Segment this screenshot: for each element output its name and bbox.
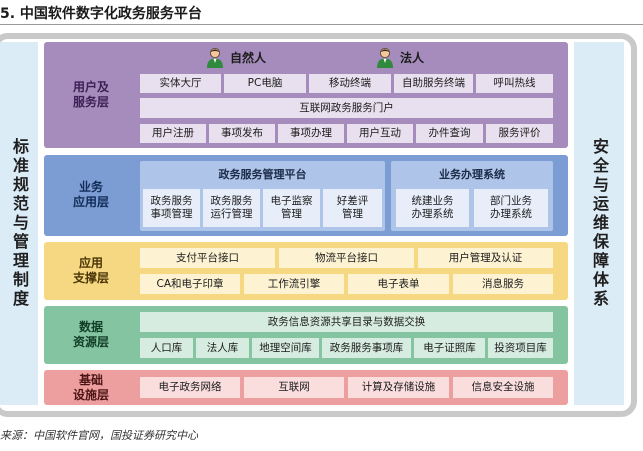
database-box: 政务服务事项库 <box>322 338 411 358</box>
support-box: 工作流引擎 <box>244 274 344 294</box>
natural-person-label: 自然人 <box>230 50 267 65</box>
support-box: 物流平台接口 <box>279 248 414 268</box>
database-box: 投资项目库 <box>488 338 553 358</box>
business-app-layer-label: 业务 应用层 <box>72 180 109 209</box>
channel-box: 呼叫热线 <box>476 74 553 93</box>
left-column: 标准规范与管理制度 <box>0 42 38 405</box>
mgmt-item-box: 电子监察 管理 <box>263 189 320 227</box>
channel-box: 移动终端 <box>309 74 391 93</box>
support-box: 支付平台接口 <box>140 248 275 268</box>
right-column: 安全与运维保障体系 <box>574 42 624 405</box>
service-box: 用户注册 <box>140 124 206 143</box>
service-box: 办件查询 <box>416 124 483 143</box>
service-box: 事项发布 <box>209 124 275 143</box>
user-service-layer-label: 用户及 服务层 <box>72 80 109 109</box>
database-box: 法人库 <box>196 338 249 358</box>
mgmt-item-box: 政务服务 事项管理 <box>143 189 200 227</box>
figure-caption: 5. 中国软件数字化政务服务平台 <box>0 6 202 22</box>
channel-box: 实体大厅 <box>140 74 221 93</box>
system-item-box: 部门业务 办理系统 <box>474 189 548 227</box>
support-box: 电子表单 <box>348 274 449 294</box>
support-box: 消息服务 <box>453 274 553 294</box>
channel-box: PC电脑 <box>224 74 306 93</box>
person-icon <box>207 47 223 68</box>
database-box: 地理空间库 <box>252 338 319 358</box>
mgmt-platform-title: 政务服务管理平台 <box>218 168 307 181</box>
source-note: 来源：中国软件官网，国投证券研究中心 <box>0 429 198 442</box>
mgmt-item-box: 政务服务 运行管理 <box>203 189 260 227</box>
support-box: CA和电子印章 <box>140 274 240 294</box>
infra-box: 计算及存储设施 <box>348 377 449 398</box>
left-column-label: 标准规范与管理制度 <box>10 138 29 309</box>
support-box: 用户管理及认证 <box>418 248 553 268</box>
natural-person: 自然人 <box>206 46 266 68</box>
portal-box: 互联网政务服务门户 <box>140 98 553 118</box>
app-support-layer-label: 应用 支撑层 <box>72 256 109 285</box>
data-exchange-box: 政务信息资源共享目录与数据交换 <box>140 312 553 332</box>
channel-box: 自助服务终端 <box>394 74 473 93</box>
infra-box: 电子政务网络 <box>140 377 240 398</box>
data-resource-layer-label: 数据 资源层 <box>72 320 109 349</box>
database-box: 人口库 <box>140 338 193 358</box>
person-icon <box>377 47 393 68</box>
business-system-title: 业务办理系统 <box>439 168 505 181</box>
infra-box: 信息安全设施 <box>453 377 553 398</box>
right-column-label: 安全与运维保障体系 <box>590 138 609 309</box>
infra-box: 互联网 <box>244 377 344 398</box>
service-box: 事项办理 <box>278 124 344 143</box>
system-item-box: 统建业务 办理系统 <box>396 189 469 227</box>
service-box: 服务评价 <box>486 124 553 143</box>
infrastructure-layer-label: 基础 设施层 <box>72 372 109 402</box>
caption-rule <box>0 24 643 25</box>
legal-person-label: 法人 <box>400 50 425 65</box>
legal-person: 法人 <box>376 46 424 68</box>
service-box: 用户互动 <box>347 124 413 143</box>
mgmt-item-box: 好差评 管理 <box>323 189 382 227</box>
database-box: 电子证照库 <box>414 338 485 358</box>
